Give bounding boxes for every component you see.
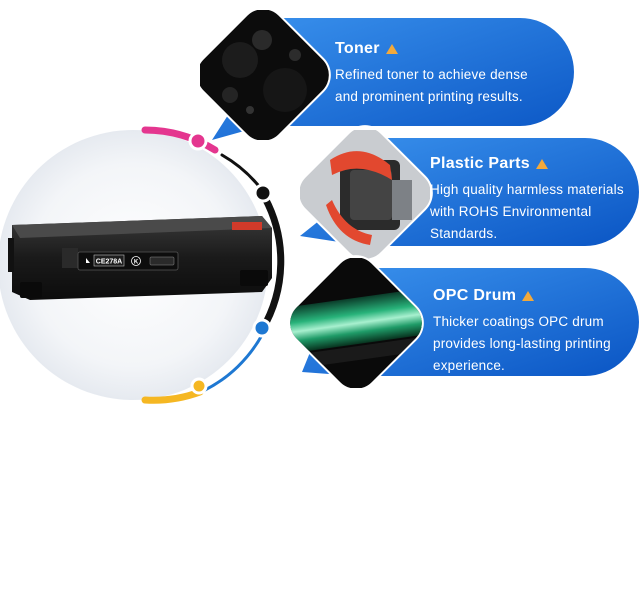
feature-toner-title: Toner [335,39,528,59]
ring-arc-magenta [141,126,219,154]
feature-toner-title-text: Toner [335,40,380,57]
feature-drum-desc-line: experience. [433,358,505,373]
opc-drum-panel [287,255,639,391]
feature-plastic-desc-line: Standards. [430,226,498,241]
feature-opc-drum: OPC Drum Thicker coatings OPC drum provi… [433,286,611,377]
feature-drum-title: OPC Drum [433,286,611,306]
triangle-up-icon [522,290,535,301]
toner-connector-dot [188,131,208,151]
feature-toner-description: Refined toner to achieve dense and promi… [335,64,528,108]
feature-toner-desc-line: Refined toner to achieve dense [335,67,528,82]
triangle-up-icon [535,158,548,169]
ring-arc-black-thick [258,194,285,334]
feature-plastic-parts: Plastic Parts High quality harmless mate… [430,154,624,245]
cartridge-model-label: CE278A [96,259,122,266]
feature-drum-desc-line: Thicker coatings OPC drum [433,314,604,329]
cartridge-color-badge: K [134,260,139,266]
feature-toner-desc-line: and prominent printing results. [335,89,523,104]
feature-plastic-description: High quality harmless materials with ROH… [430,179,624,245]
feature-plastic-desc-line: High quality harmless materials [430,182,624,197]
feature-drum-description: Thicker coatings OPC drum provides long-… [433,311,611,377]
feature-plastic-desc-line: with ROHS Environmental [430,204,592,219]
feature-drum-desc-line: provides long-lasting printing [433,336,611,351]
drum-connector-dot [252,318,272,338]
triangle-up-icon [385,43,398,54]
ring-arc-blue [203,333,264,392]
ring-arcs [141,126,285,404]
feature-drum-title-text: OPC Drum [433,287,517,304]
feature-plastic-title: Plastic Parts [430,154,624,174]
plastic-parts-panel [297,125,639,261]
toner-cartridge-image: CE278A K [8,216,272,300]
plastic-connector-dot [253,183,273,203]
feature-plastic-title-text: Plastic Parts [430,155,530,172]
yellow-connector-dot [190,377,208,395]
feature-toner: Toner Refined toner to achieve dense and… [335,39,528,108]
